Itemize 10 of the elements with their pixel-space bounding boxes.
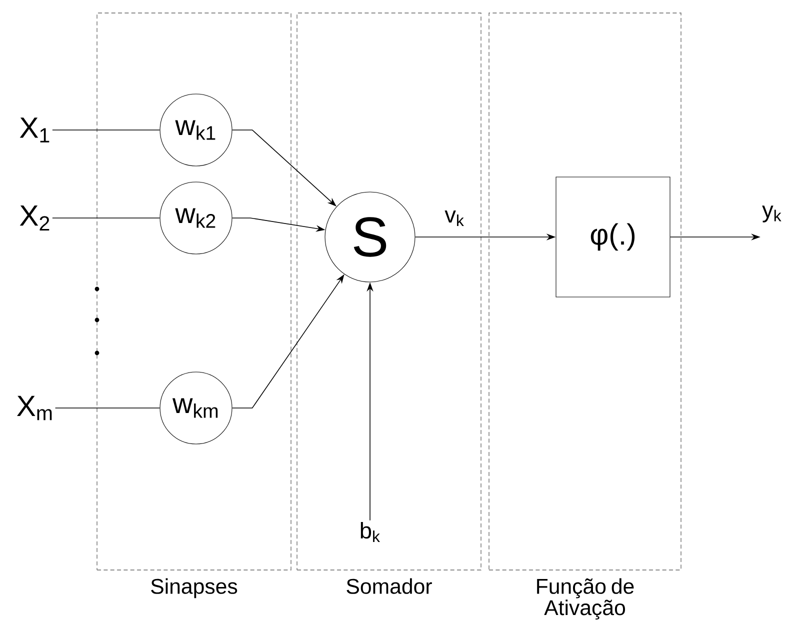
edge-label: v$_{k}$ xyxy=(443,209,466,228)
node-label: Somador xyxy=(346,578,432,594)
output-label: y$_{k}$ xyxy=(762,206,782,222)
input-label: X$_{m}$ xyxy=(17,396,52,420)
node-label: Função de Ativação xyxy=(537,578,634,620)
node-label: Sinapses xyxy=(151,578,238,598)
activation-box: φ(.) xyxy=(556,176,670,298)
input-label: X$_{1}$ xyxy=(20,118,50,142)
input-label: X$_{2}$ xyxy=(20,206,50,230)
bias-label: b$_{k}$ xyxy=(360,522,380,542)
